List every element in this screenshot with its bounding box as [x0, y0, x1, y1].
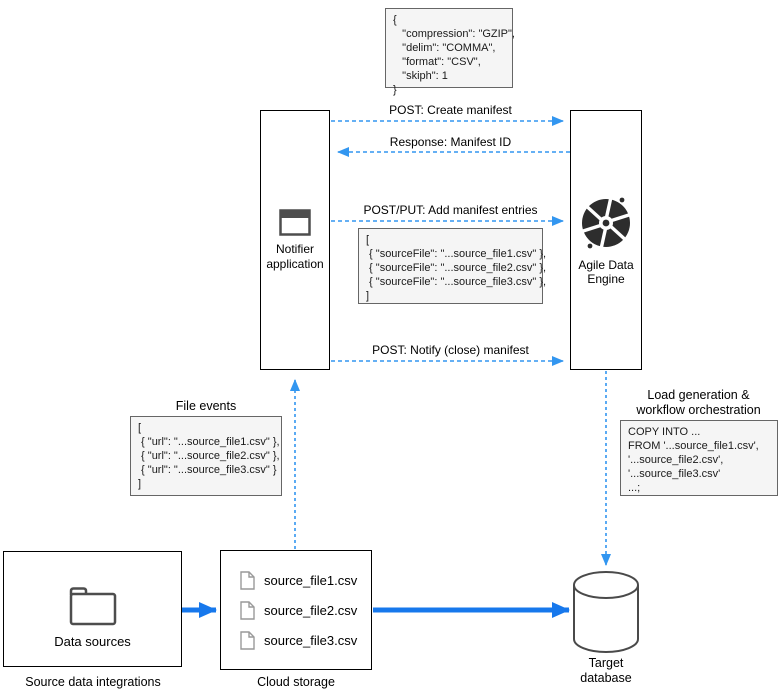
lifeline-notifier-application: Notifier application [260, 110, 330, 370]
notifier-label: Notifier application [266, 242, 324, 271]
file-row: source_file2.csv [240, 600, 371, 620]
data-sources-label: Data sources [54, 634, 131, 649]
file-name: source_file2.csv [264, 602, 358, 618]
caption-source-data-integrations: Source data integrations [25, 675, 161, 689]
caption-cloud-storage: Cloud storage [257, 675, 335, 689]
engine-label: Agile Data Engine [578, 257, 634, 286]
copy-into-block: COPY INTO ... FROM '...source_file1.csv'… [620, 420, 778, 496]
file-icon [240, 600, 255, 620]
msg-add-manifest-entries: POST/PUT: Add manifest entries [363, 203, 538, 217]
load-generation-title: Load generation & workflow orchestration [636, 388, 761, 417]
file-icon [240, 570, 255, 590]
config-json-block: { "compression": "GZIP", "delim": "COMMA… [385, 8, 515, 96]
msg-response-manifest-id: Response: Manifest ID [389, 135, 512, 149]
file-row: source_file3.csv [240, 630, 371, 650]
file-name: source_file1.csv [264, 572, 358, 588]
window-icon [279, 209, 311, 236]
manifest-entries-block: [ { "sourceFile": "...source_file1.csv" … [358, 228, 546, 304]
file-events-block: [ { "url": "...source_file1.csv" }, { "u… [130, 416, 282, 496]
database-cylinder [573, 571, 639, 653]
caption-target-database: Target database [580, 656, 632, 685]
aperture-icon [579, 195, 633, 250]
msg-notify-close-manifest: POST: Notify (close) manifest [372, 343, 529, 357]
file-events-title: File events [175, 399, 237, 413]
node-data-sources: Data sources [3, 551, 182, 667]
file-icon [240, 630, 255, 650]
folder-icon [69, 587, 116, 626]
file-row: source_file1.csv [240, 570, 371, 590]
lifeline-agile-data-engine: Agile Data Engine [570, 110, 642, 370]
file-name: source_file3.csv [264, 632, 358, 648]
msg-create-manifest: POST: Create manifest [389, 103, 512, 117]
node-cloud-storage: source_file1.csv source_file2.csv source… [220, 550, 372, 670]
